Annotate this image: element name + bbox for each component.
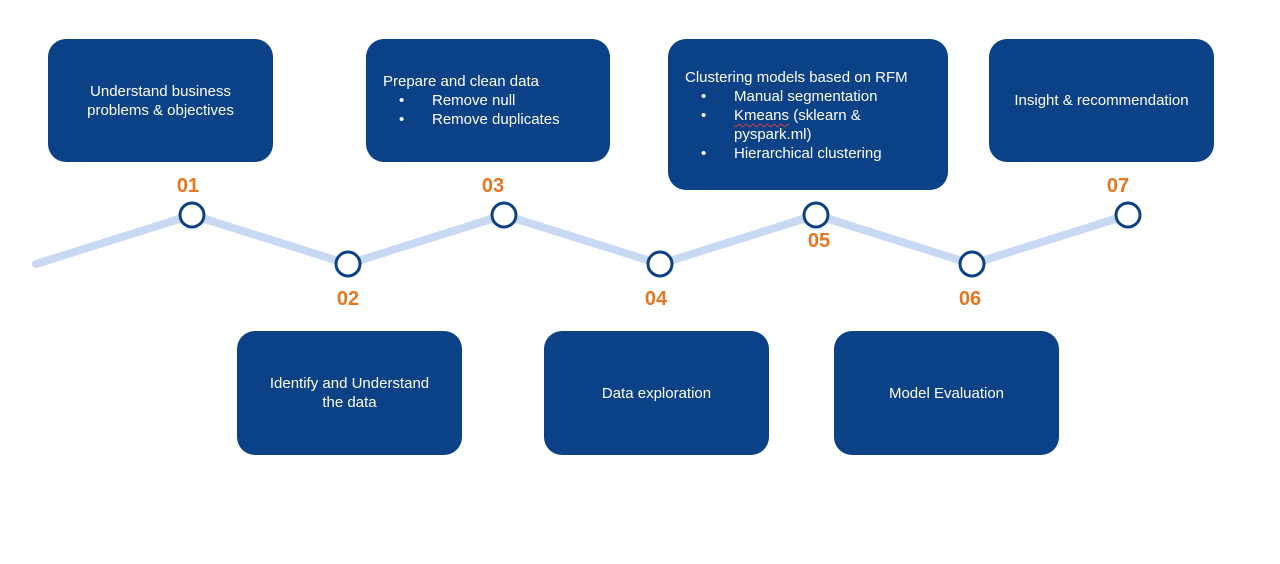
step-05-bullet-kmeans: Kmeans (sklearn & xyxy=(685,106,934,125)
step-02-box: Identify and Understand the data xyxy=(237,331,462,455)
step-03-box: Prepare and clean data Remove null Remov… xyxy=(366,39,610,162)
step-07-title: Insight & recommendation xyxy=(1014,92,1189,109)
step-01-title-line-1: Understand business xyxy=(90,82,231,100)
timeline-connector-line xyxy=(32,211,1132,268)
step-05-bullet-hierarchical-clustering: Hierarchical clustering xyxy=(685,144,934,163)
step-02-title-line-1: Identify and Understand xyxy=(269,375,430,392)
step-01-box: Understand business problems & objective… xyxy=(48,39,273,162)
step-02-number: 02 xyxy=(336,288,360,310)
step-02-node xyxy=(334,250,362,278)
step-06-number: 06 xyxy=(958,288,982,310)
step-06-title: Model Evaluation xyxy=(888,384,1005,402)
step-06-box: Model Evaluation xyxy=(834,331,1059,455)
step-05-bullet-manual-segmentation: Manual segmentation xyxy=(685,87,934,106)
step-03-node xyxy=(490,201,518,229)
step-06-node xyxy=(958,250,986,278)
step-03-bullet-remove-duplicates: Remove duplicates xyxy=(383,110,596,129)
step-07-number: 07 xyxy=(1106,175,1130,197)
step-05-number: 05 xyxy=(807,230,831,252)
step-04-node xyxy=(646,250,674,278)
step-03-bullet-remove-null: Remove null xyxy=(383,91,596,110)
step-02-title-line-2: the data xyxy=(322,394,377,411)
step-05-node xyxy=(802,201,830,229)
step-01-number: 01 xyxy=(176,175,200,197)
step-05-box: Clustering models based on RFM Manual se… xyxy=(668,39,948,190)
step-04-box: Data exploration xyxy=(544,331,769,455)
step-04-number: 04 xyxy=(644,288,668,310)
step-05-kmeans-word: Kmeans xyxy=(734,107,790,124)
step-03-number: 03 xyxy=(481,175,505,197)
step-07-node xyxy=(1114,201,1142,229)
step-04-title: Data exploration xyxy=(601,384,712,402)
step-01-title-line-2: problems & objectives xyxy=(87,101,234,119)
step-03-bullet-list: Remove null Remove duplicates xyxy=(383,91,596,129)
step-05-bullet-list: Manual segmentation Kmeans (sklearn & py… xyxy=(685,87,934,163)
step-05-title: Clustering models based on RFM xyxy=(685,69,908,86)
step-05-bullet-kmeans-continuation: pyspark.ml) xyxy=(734,126,812,143)
step-01-node xyxy=(178,201,206,229)
step-07-box: Insight & recommendation xyxy=(989,39,1214,162)
step-03-title: Prepare and clean data xyxy=(383,73,539,90)
step-05-bullet-kmeans-text: Kmeans (sklearn & xyxy=(734,107,861,124)
